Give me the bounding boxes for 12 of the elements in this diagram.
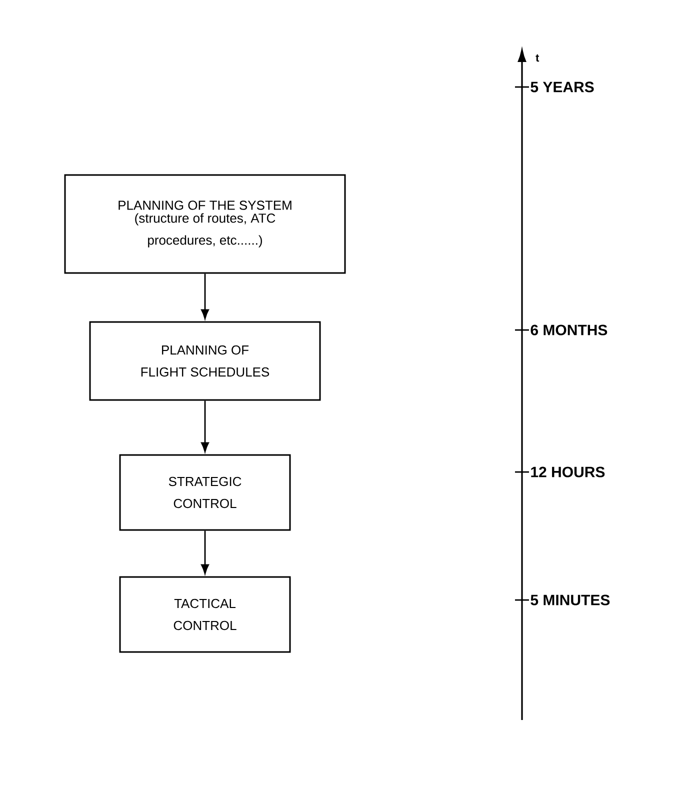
process-box: PLANNING OF THE SYSTEM (structure of routes, ATC procedures, etc......) [64, 174, 346, 274]
process-box: STRATEGIC CONTROL [119, 454, 291, 531]
tick-label: 5 YEARS [530, 82, 594, 92]
tick-label: 6 MONTHS [530, 324, 608, 336]
tick-label: 12 HOURS [531, 466, 605, 478]
arrow [201, 530, 209, 574]
arrow [201, 274, 209, 320]
tick-label: 5 MINUTES [530, 594, 610, 606]
arrow [201, 400, 209, 452]
process-box: PLANNING OF FLIGHT SCHEDULES [89, 321, 321, 401]
axis-label: t [536, 54, 540, 62]
process-box: TACTICAL CONTROL [119, 576, 291, 653]
